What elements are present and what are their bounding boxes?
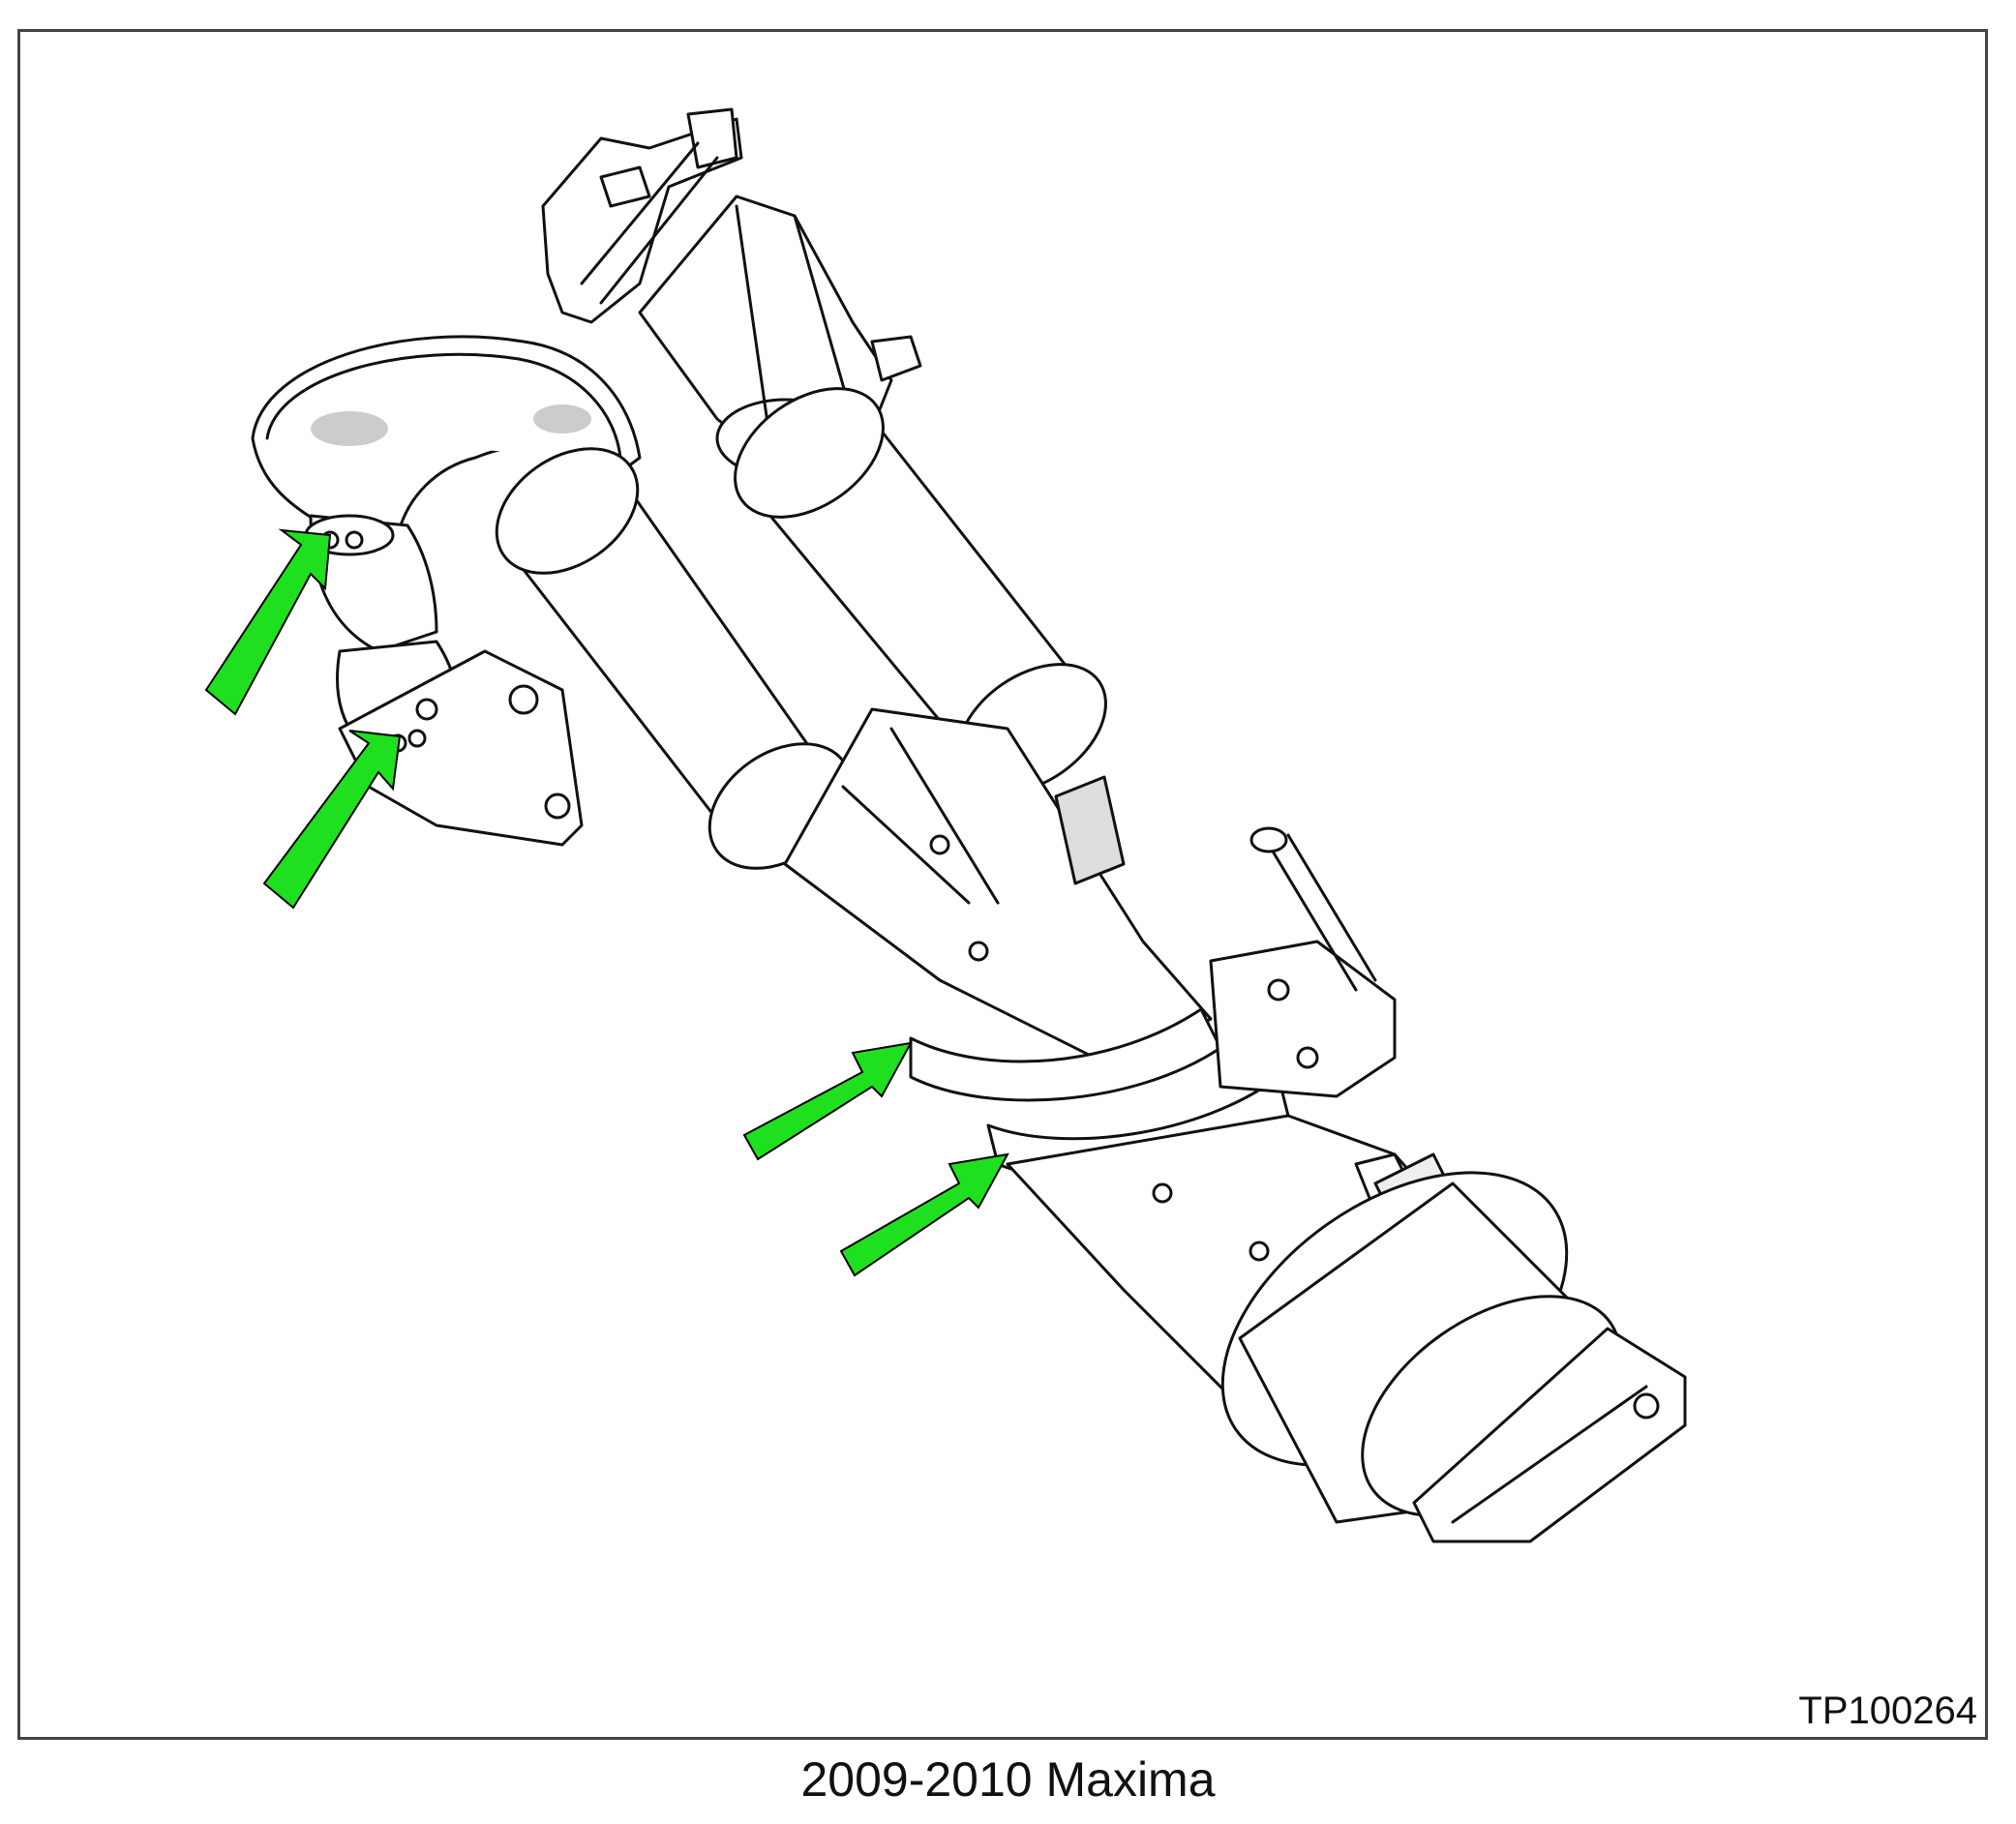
- arrow-icon: [204, 528, 332, 716]
- figure-id-label: TP100264: [1798, 1689, 1977, 1732]
- center-collector: [785, 709, 1211, 1067]
- figure-frame: TP100264: [17, 29, 1988, 1740]
- side-mount-bracket: [1211, 828, 1395, 1096]
- callout-arrows: [204, 528, 1009, 1277]
- figure-caption: 2009-2010 Maxima: [800, 1752, 1216, 1807]
- arrow-icon: [742, 1041, 913, 1161]
- exhaust-manifold-drawing: [204, 32, 1985, 1737]
- arrow-icon: [839, 1152, 1009, 1277]
- outlet-flange: [1414, 1329, 1685, 1541]
- lower-left-flange: [340, 651, 582, 845]
- arrow-icon: [262, 730, 402, 910]
- upper-bracket: [543, 109, 741, 322]
- right-catalyst-body: [711, 362, 1129, 820]
